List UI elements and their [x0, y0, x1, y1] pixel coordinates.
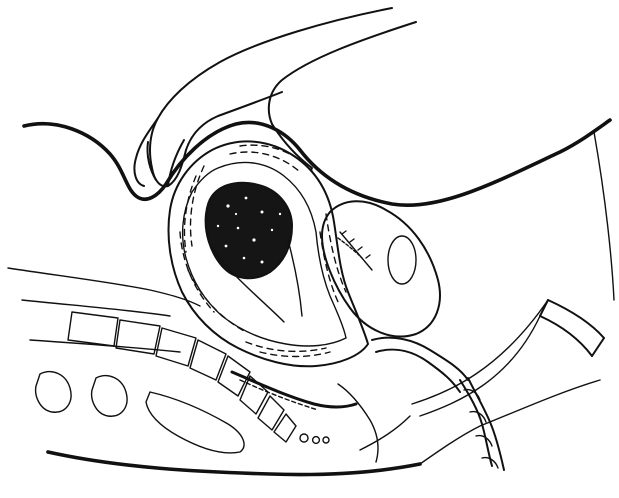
abdominal-wall [24, 120, 610, 475]
catheter [412, 300, 604, 416]
placenta-cord [372, 338, 504, 470]
pelvic-floor [232, 372, 356, 410]
bladder [322, 201, 440, 336]
clot-mass [206, 183, 302, 322]
hand [134, 8, 416, 186]
spine [36, 312, 329, 453]
body-contours [8, 132, 614, 464]
